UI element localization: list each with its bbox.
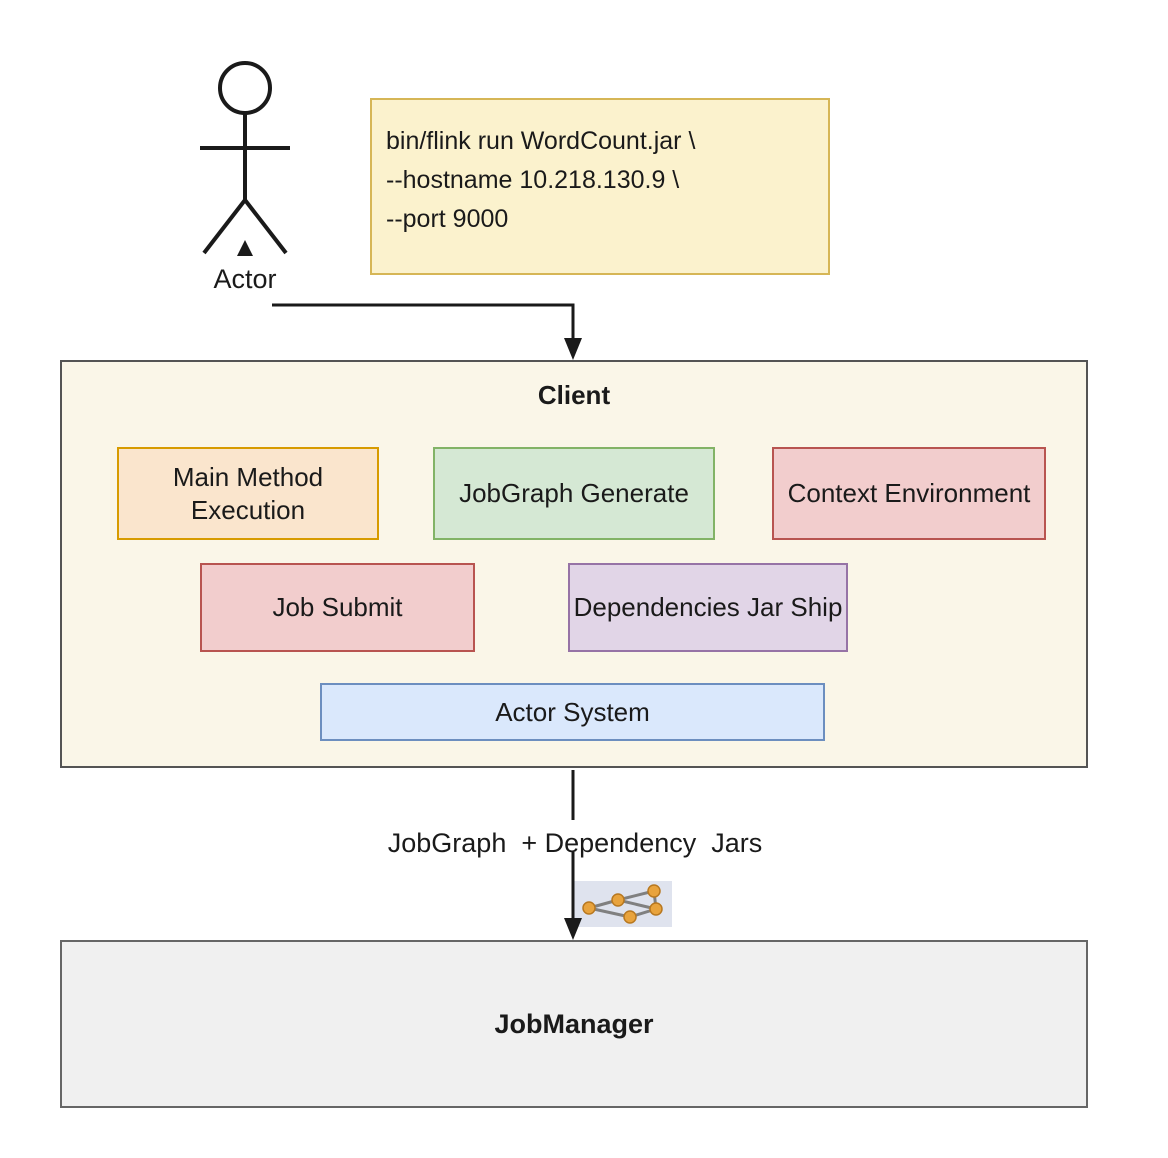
component-actor-system[interactable]: Actor System — [320, 683, 825, 741]
actor-connector-arrowhead-icon — [225, 240, 265, 262]
jobgraph-dag-icon — [572, 881, 672, 927]
jobmanager-label: JobManager — [494, 1008, 654, 1039]
client-title: Client — [537, 380, 611, 410]
actor-icon — [190, 60, 300, 260]
component-dependencies-jar-ship[interactable]: Dependencies Jar Ship — [568, 563, 848, 652]
component-jobgraph-generate[interactable]: JobGraph Generate — [433, 447, 715, 540]
jobmanager-container: JobManager — [60, 940, 1088, 1108]
component-job-submit[interactable]: Job Submit — [200, 563, 475, 652]
component-main-method-execution[interactable]: Main Method Execution — [117, 447, 379, 540]
command-note: bin/flink run WordCount.jar \ --hostname… — [370, 98, 830, 275]
edge-label-jobgraph-dependency-jars: JobGraph + Dependency Jars — [387, 828, 763, 858]
component-context-environment[interactable]: Context Environment — [772, 447, 1046, 540]
command-note-text: bin/flink run WordCount.jar \ --hostname… — [386, 127, 696, 233]
actor-label: Actor — [213, 264, 277, 294]
